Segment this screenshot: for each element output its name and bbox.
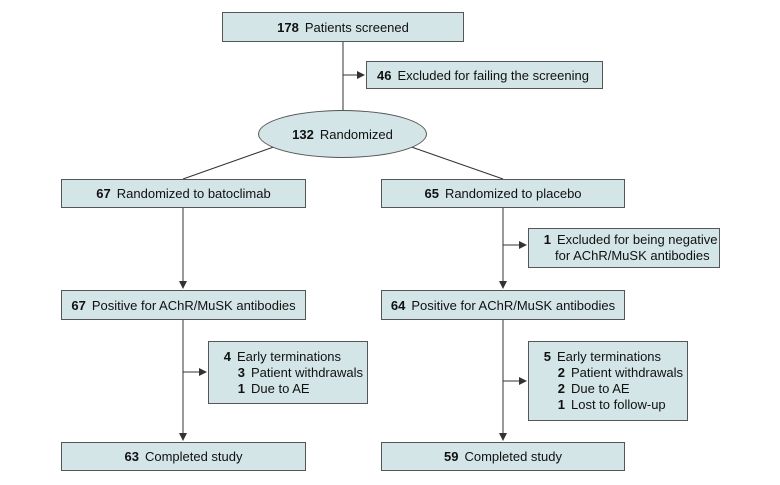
right-terminations-label: Early terminations: [557, 349, 662, 364]
left-termination-item-count: 1: [237, 380, 245, 396]
right-excluded-box: 1 Excluded for being negative for AChR/M…: [528, 228, 720, 268]
screened-box: 178 Patients screened: [222, 12, 464, 42]
screened-label: Patients screened: [304, 19, 409, 35]
randomized-label: Randomized: [319, 126, 393, 142]
right-termination-item-count: 1: [557, 397, 565, 412]
right-termination-item-count: 2: [557, 381, 565, 396]
right-termination-item: 2 Patient withdrawals: [537, 365, 683, 381]
right-termination-item: 2 Due to AE: [537, 381, 630, 397]
excluded-screening-label: Excluded for failing the screening: [397, 67, 589, 83]
left-terminations-label: Early terminations: [237, 348, 342, 364]
right-excluded-count: 1: [543, 232, 551, 247]
left-termination-item-label: Due to AE: [251, 380, 310, 396]
right-termination-item-label: Due to AE: [571, 381, 630, 396]
randomized-placebo-box: 65 Randomized to placebo: [381, 179, 625, 208]
randomized-count: 132: [292, 126, 314, 142]
right-completed-count: 59: [443, 449, 459, 464]
left-termination-item-label: Patient withdrawals: [251, 364, 363, 380]
right-completed-box: 59 Completed study: [381, 442, 625, 471]
connector-randomized-right: [399, 142, 504, 180]
randomized-batoclimab-box: 67 Randomized to batoclimab: [61, 179, 306, 208]
right-positive-label: Positive for AChR/MuSK antibodies: [411, 297, 616, 313]
right-excluded-label-2: for AChR/MuSK antibodies: [555, 248, 710, 263]
left-termination-item-count: 3: [237, 364, 245, 380]
batoclimab-label: Randomized to batoclimab: [116, 186, 271, 201]
left-termination-item: 3 Patient withdrawals: [217, 365, 363, 381]
left-positive-label: Positive for AChR/MuSK antibodies: [91, 297, 296, 313]
right-positive-count: 64: [390, 297, 406, 313]
right-completed-label: Completed study: [464, 449, 563, 464]
randomized-ellipse: 132 Randomized: [258, 110, 427, 158]
connector-randomized-left: [182, 142, 286, 180]
right-terminations-box: 5 Early terminations 2 Patient withdrawa…: [528, 341, 688, 421]
right-terminations-count: 5: [543, 349, 551, 364]
excluded-screening-box: 46 Excluded for failing the screening: [366, 61, 603, 89]
right-termination-item-count: 2: [557, 365, 565, 380]
placebo-count: 65: [424, 186, 439, 201]
right-termination-item: 1 Lost to follow-up: [537, 397, 666, 413]
left-completed-label: Completed study: [144, 449, 243, 464]
left-positive-box: 67 Positive for AChR/MuSK antibodies: [61, 290, 306, 320]
screened-count: 178: [277, 19, 299, 35]
right-termination-item-label: Patient withdrawals: [571, 365, 683, 380]
right-excluded-line2: for AChR/MuSK antibodies: [537, 248, 710, 264]
right-excluded-line1: 1 Excluded for being negative: [537, 232, 718, 248]
excluded-screening-count: 46: [377, 67, 392, 83]
left-terminations-header: 4 Early terminations: [217, 349, 341, 365]
batoclimab-count: 67: [96, 186, 111, 201]
right-termination-item-label: Lost to follow-up: [571, 397, 666, 412]
right-terminations-header: 5 Early terminations: [537, 349, 661, 365]
right-excluded-label-1: Excluded for being negative: [557, 232, 718, 247]
left-completed-box: 63 Completed study: [61, 442, 306, 471]
left-termination-item: 1 Due to AE: [217, 381, 310, 397]
left-terminations-box: 4 Early terminations 3 Patient withdrawa…: [208, 341, 368, 404]
left-positive-count: 67: [71, 297, 86, 313]
right-positive-box: 64 Positive for AChR/MuSK antibodies: [381, 290, 625, 320]
left-terminations-count: 4: [223, 348, 231, 364]
placebo-label: Randomized to placebo: [444, 186, 582, 201]
left-completed-count: 63: [124, 449, 139, 464]
